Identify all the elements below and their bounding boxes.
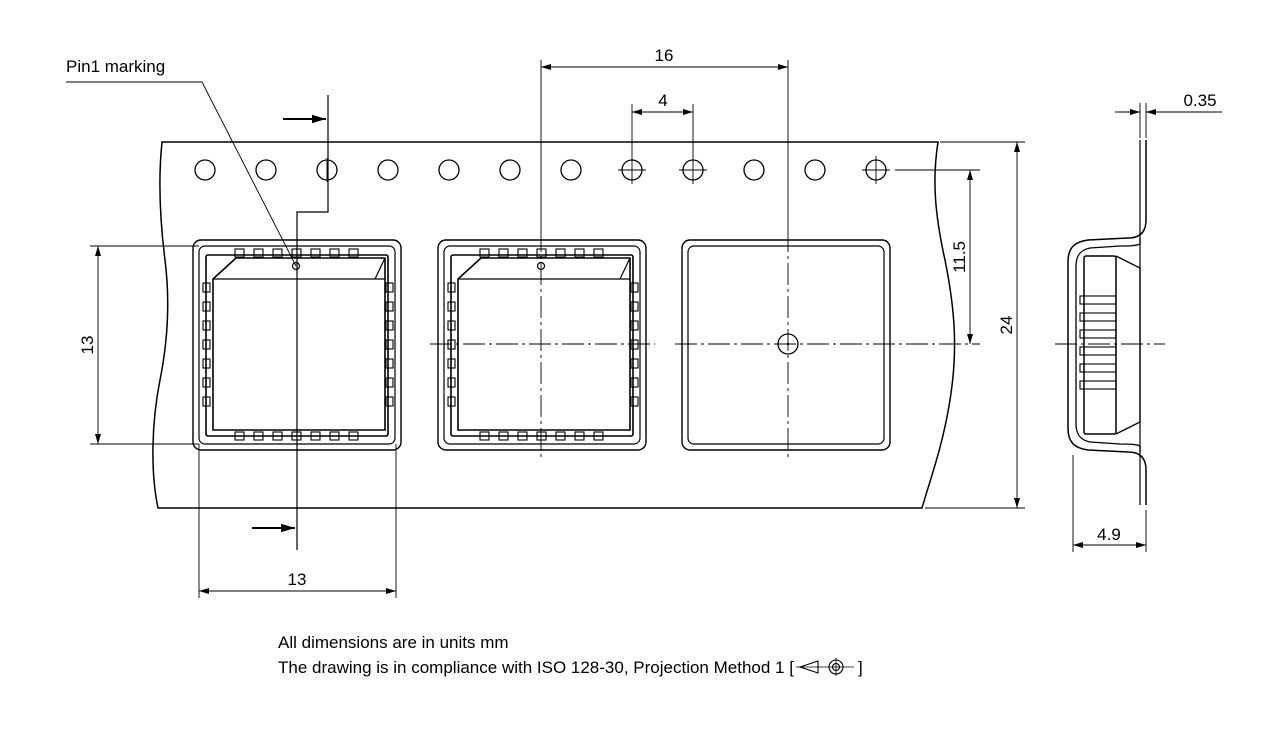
sprocket-hole — [377, 159, 399, 181]
cavity-2-pins — [447, 248, 639, 441]
sprocket-holes — [194, 159, 887, 181]
dim-11-5 — [895, 169, 980, 344]
center-lines — [430, 230, 1165, 458]
sprocket-hole — [804, 159, 826, 181]
side-view — [1067, 140, 1147, 505]
dim-4-9-label: 4.9 — [1097, 525, 1121, 544]
dim-13-vertical-label: 13 — [78, 336, 97, 355]
dim-11-5-label: 11.5 — [950, 241, 969, 273]
dim-4 — [631, 104, 694, 156]
dim-16-label: 16 — [655, 46, 674, 65]
dim-13-vertical — [90, 245, 199, 445]
cavity-1-pins — [202, 248, 394, 441]
pin1-dot — [291, 261, 301, 271]
sprocket-hole — [255, 159, 277, 181]
dim-4-9 — [1072, 455, 1147, 552]
cavity-2 — [437, 239, 647, 451]
sprocket-hole — [560, 159, 582, 181]
compliance-note-text: The drawing is in compliance with ISO 12… — [278, 658, 794, 677]
dim-0-35-label: 0.35 — [1183, 91, 1216, 110]
cavity-3-empty — [681, 239, 891, 451]
dim-13-horizontal-label: 13 — [288, 570, 307, 589]
dim-24-label: 24 — [997, 316, 1016, 335]
sprocket-hole — [743, 159, 765, 181]
sprocket-hole — [194, 159, 216, 181]
sprocket-hole — [438, 159, 460, 181]
sprocket-hole — [499, 159, 521, 181]
notes: All dimensions are in units mm The drawi… — [278, 630, 863, 680]
units-note: All dimensions are in units mm — [278, 633, 509, 652]
carrier-tape — [152, 141, 956, 509]
projection-method-icon — [795, 658, 854, 676]
dim-4-label: 4 — [658, 91, 667, 110]
compliance-note: The drawing is in compliance with ISO 12… — [278, 655, 863, 680]
dim-24 — [925, 141, 1025, 509]
dim-13-horizontal — [198, 444, 397, 598]
pin1-label: Pin1 marking — [66, 57, 165, 76]
pin1-leader — [66, 81, 297, 267]
dim-16 — [540, 60, 789, 230]
section-cut — [252, 95, 329, 550]
dim-0-35 — [1115, 103, 1222, 138]
compliance-note-end: ] — [857, 658, 863, 677]
